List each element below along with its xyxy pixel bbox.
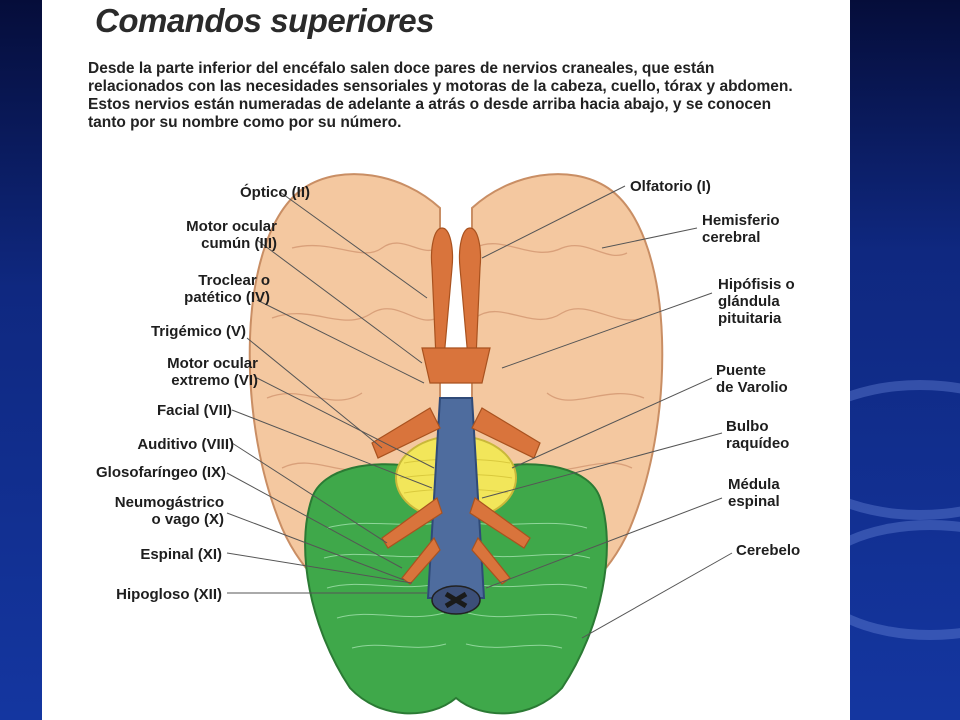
label-medula: Médula espinal (728, 476, 780, 510)
label-puente-line2: de Varolio (716, 379, 788, 396)
label-medula-line2: espinal (728, 493, 780, 510)
label-motor-ocular-comun: Motor ocular cumún (III) (186, 218, 277, 252)
label-glosofaringeo-text: Glosofaríngeo (IX) (95, 464, 226, 481)
label-neumogastrico-line1: Neumogástrico (114, 494, 224, 511)
label-espinal: Espinal (XI) (140, 546, 222, 563)
left-background-border (0, 0, 42, 720)
label-motor-ocular-externo: Motor ocular extremo (VI) (167, 355, 258, 389)
label-puente-line1: Puente (716, 362, 767, 379)
label-olfatorio-text: Olfatorio (I) (630, 178, 711, 195)
label-neumogastrico: Neumogástrico o vago (X) (115, 494, 224, 528)
label-optico-text: Óptico (II) (240, 184, 310, 201)
right-background-border (850, 0, 960, 720)
label-facial: Facial (VII) (157, 402, 232, 419)
cranial-nerves-diagram: Óptico (II) Motor ocular cumún (III) Tro… (42, 168, 850, 720)
intro-text: Desde la parte inferior del encéfalo sal… (88, 60, 808, 132)
label-hipofisis: Hipófisis o glándula pituitaria (718, 276, 795, 327)
label-puente: Puente de Varolio (716, 362, 788, 396)
label-motor-ocular-comun-line2: cumún (III) (201, 235, 277, 252)
label-hipogloso: Hipogloso (XII) (116, 586, 222, 603)
label-hipofisis-line3: pituitaria (718, 310, 782, 327)
label-bulbo: Bulbo raquídeo (726, 418, 789, 452)
label-motor-ocular-externo-line2: extremo (VI) (171, 372, 258, 389)
label-troclear-line2: patético (IV) (184, 289, 270, 306)
label-auditivo-text: Auditivo (VIII) (137, 436, 234, 453)
label-cerebelo: Cerebelo (736, 542, 800, 559)
label-trigemico: Trigémico (V) (151, 323, 246, 340)
label-hipofisis-line1: Hipófisis o (718, 276, 795, 293)
label-hipofisis-line2: glándula (718, 293, 780, 310)
olfactory-bulb-left (430, 227, 454, 359)
brainstem (426, 397, 486, 599)
label-bulbo-line1: Bulbo (726, 418, 769, 435)
decorative-swoosh (850, 520, 960, 640)
spinal-cord-grey-matter (444, 591, 468, 609)
label-leader-lines (226, 185, 733, 639)
label-hemisferio-line1: Hemisferio (702, 212, 780, 229)
decorative-swoosh (850, 380, 960, 520)
intro-paragraph-2: Estos nervios están numeradas de adelant… (88, 96, 772, 131)
nerve-root-left-caudal (401, 536, 441, 585)
label-bulbo-line2: raquídeo (726, 435, 790, 452)
label-motor-ocular-comun-line1: Motor ocular (186, 218, 277, 235)
brain-illustration (226, 173, 733, 715)
olfactory-bulb-right (458, 227, 482, 359)
optic-chiasm (421, 347, 491, 384)
slide-title: Comandos superiores (95, 2, 434, 39)
label-hemisferio-line2: cerebral (702, 229, 761, 246)
label-auditivo: Auditivo (VIII) (137, 436, 234, 453)
label-glosofaringeo: Glosofaríngeo (IX) (96, 464, 226, 481)
label-optico: Óptico (II) (240, 184, 310, 201)
slide: Comandos superiores Desde la parte infer… (42, 0, 850, 720)
intro-paragraph-1: Desde la parte inferior del encéfalo sal… (88, 60, 793, 95)
label-olfatorio: Olfatorio (I) (630, 178, 711, 195)
label-motor-ocular-externo-line1: Motor ocular (167, 355, 258, 372)
nerve-root-right-caudal (471, 536, 511, 585)
label-medula-line1: Médula (728, 476, 780, 493)
label-espinal-text: Espinal (XI) (140, 546, 222, 563)
label-troclear: Troclear o patético (IV) (184, 272, 270, 306)
nerve-root-right-lower (469, 497, 531, 549)
label-hipogloso-text: Hipogloso (XII) (116, 586, 222, 603)
label-cerebelo-text: Cerebelo (736, 542, 801, 559)
label-troclear-line1: Troclear o (198, 272, 270, 289)
label-hemisferio: Hemisferio cerebral (702, 212, 780, 246)
nerve-root-left-lower (381, 497, 443, 549)
label-facial-text: Facial (VII) (156, 402, 232, 419)
label-trigemico-text: Trigémico (V) (150, 323, 246, 340)
label-neumogastrico-line2: o vago (X) (151, 511, 224, 528)
